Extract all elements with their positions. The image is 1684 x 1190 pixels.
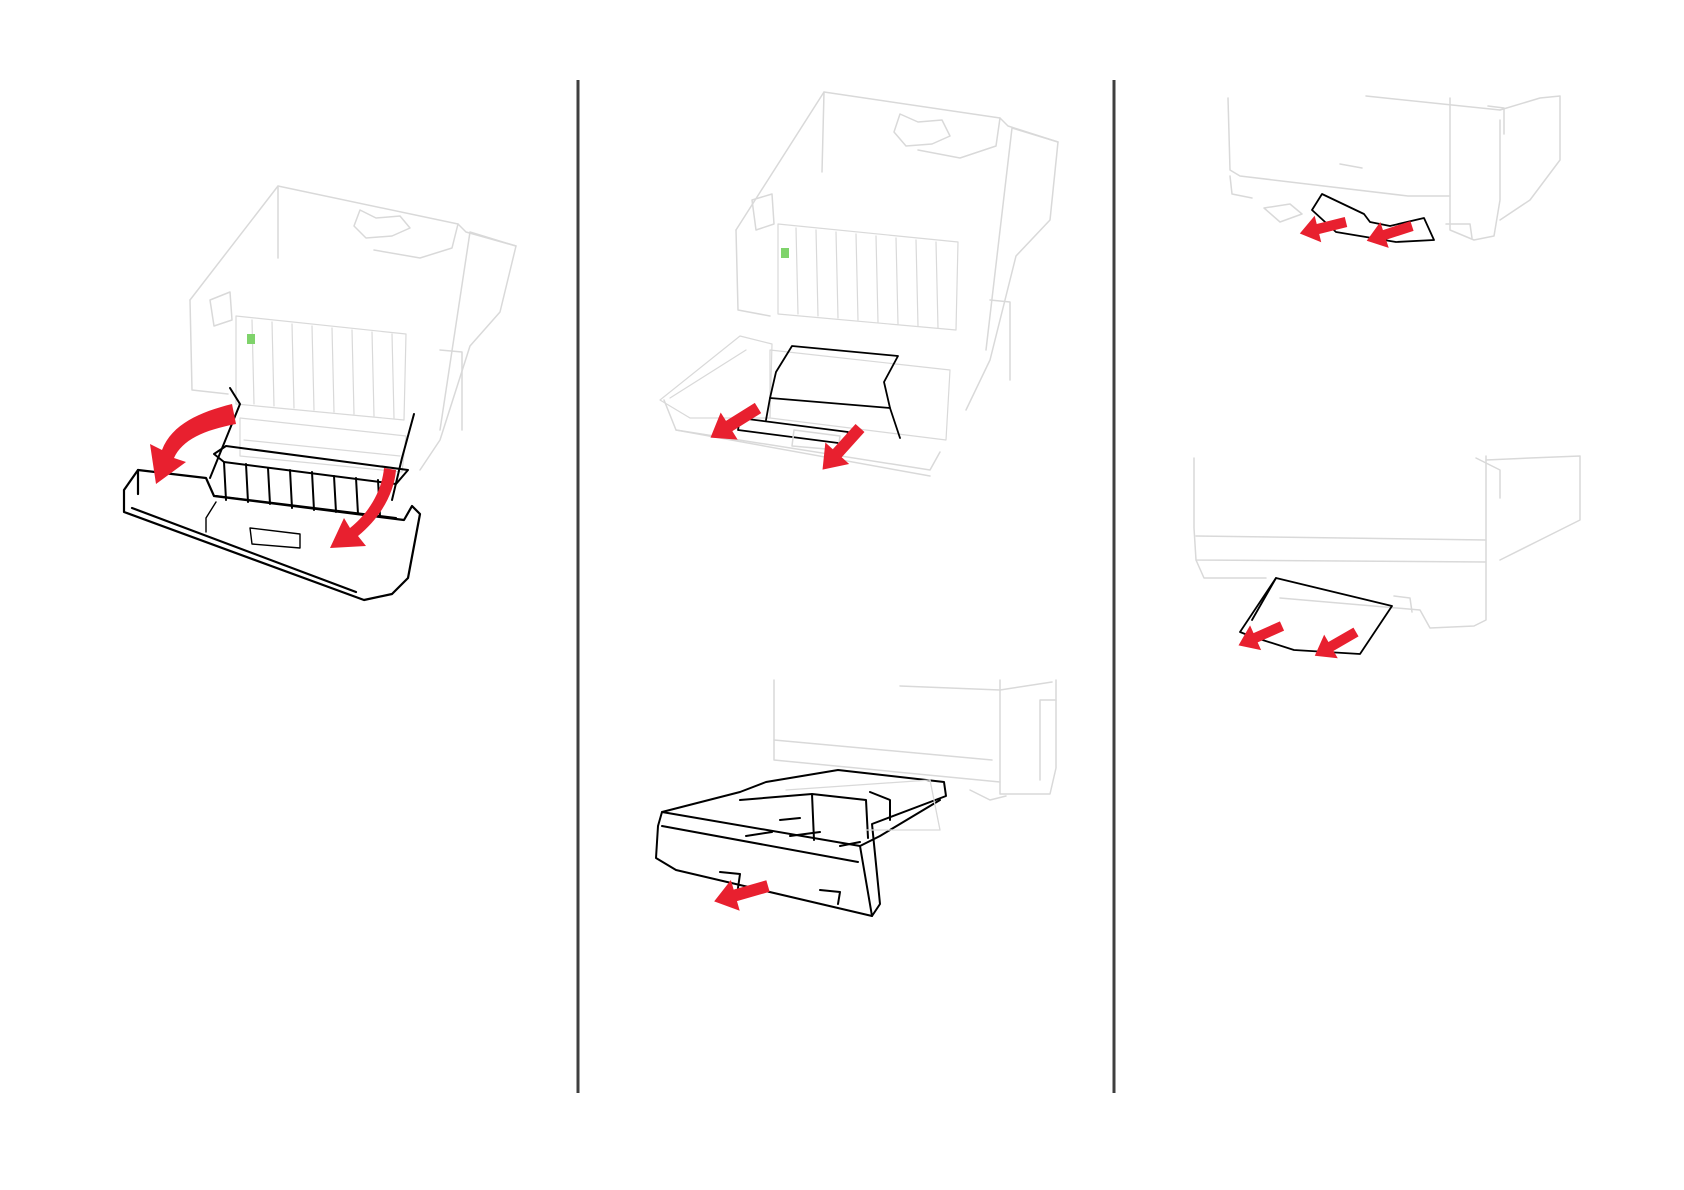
open-door-a <box>124 186 516 600</box>
pull-out-arrow-icon <box>1308 620 1363 667</box>
remove-jammed-paper-tray-area <box>1228 96 1560 254</box>
remove-tray <box>656 680 1056 917</box>
remove-jammed-paper-door <box>660 92 1058 480</box>
pull-out-arrow-icon <box>1363 213 1417 254</box>
pull-out-arrow-icon <box>1297 209 1350 247</box>
pull-out-arrow-icon <box>1233 614 1288 658</box>
remove-jammed-paper-tray-slot <box>1194 456 1580 668</box>
pull-out-arrow-icon <box>710 871 773 917</box>
green-latch <box>781 248 789 258</box>
green-latch <box>247 334 255 344</box>
